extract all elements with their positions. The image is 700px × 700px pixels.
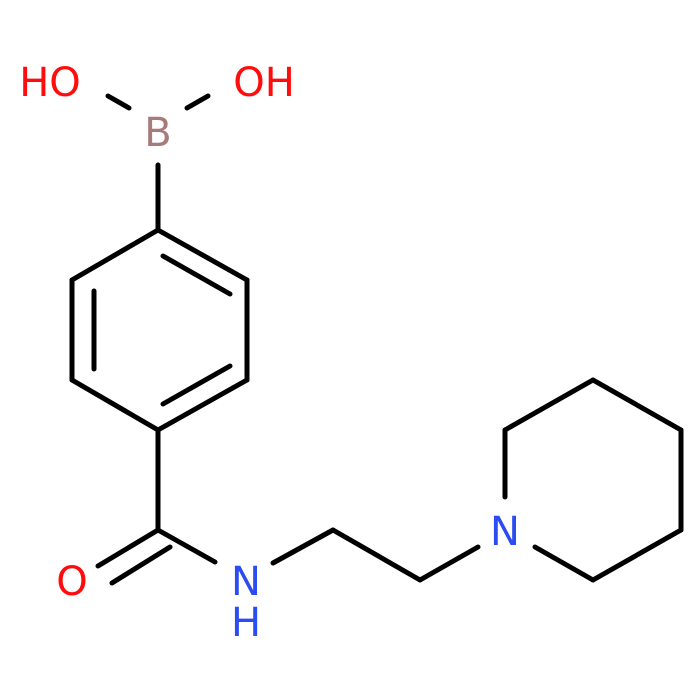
bond-ch2-ch2 xyxy=(330,527,423,583)
atom-label-piperidine-nitrogen: N xyxy=(490,509,520,555)
bond-pip-2 xyxy=(502,377,596,433)
bond-b-oh-left xyxy=(105,93,132,111)
bond-pip-5 xyxy=(590,527,684,583)
bond-pip-3 xyxy=(590,377,684,433)
atom-label-amide-nitrogen: N xyxy=(231,559,261,605)
bond-n-ch2 xyxy=(270,527,336,566)
atom-label-boron: B xyxy=(144,110,171,156)
bond-b-oh-right xyxy=(184,93,211,111)
bond-ring-inner-1 xyxy=(160,253,233,297)
bond-ring-3 xyxy=(155,377,250,433)
bond-c-o-1 xyxy=(95,527,161,569)
bond-c-o-2 xyxy=(109,544,173,586)
bond-c-n xyxy=(155,527,218,565)
bond-ring-1 xyxy=(155,227,250,283)
bond-pip-6 xyxy=(532,544,596,583)
atom-label-amide-hydrogen: H xyxy=(231,600,261,646)
atom-label-ho: HO xyxy=(19,60,81,106)
atom-label-carbonyl-oxygen: O xyxy=(56,559,87,605)
bond-ring-4 xyxy=(69,377,161,433)
bond-ch2-n xyxy=(417,544,481,583)
atom-label-oh: OH xyxy=(233,60,295,106)
bond-ring-6 xyxy=(69,227,161,283)
bond-ring-inner-2 xyxy=(160,363,233,407)
